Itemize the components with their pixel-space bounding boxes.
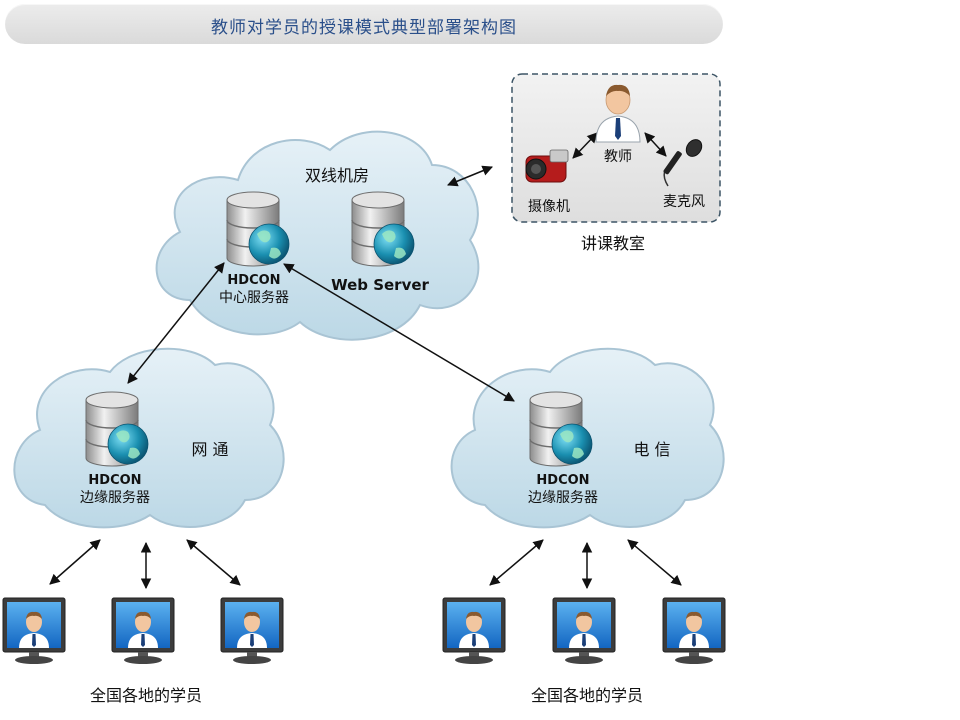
link-center-to-right-edge	[283, 263, 515, 402]
title-bar: 教师对学员的授课模式典型部署架构图	[5, 4, 723, 44]
link-right-edge-student-1	[489, 539, 544, 586]
link-teacher-to-camera	[572, 132, 598, 159]
students-right-label: 全国各地的学员	[531, 686, 643, 705]
student-monitor-icon-5	[552, 597, 616, 665]
student-monitor-icon-2	[111, 597, 175, 665]
students-left-label: 全国各地的学员	[90, 686, 202, 705]
link-left-edge-student-3	[186, 539, 241, 586]
cloud-center	[155, 130, 480, 341]
cloud-left	[13, 347, 285, 529]
student-monitor-icon-4	[442, 597, 506, 665]
left-edge-server-label-2: 边缘服务器	[80, 490, 150, 506]
left-edge-server-label-1: HDCON	[88, 473, 141, 488]
microphone-icon	[663, 139, 703, 187]
central-server-label-2: 中心服务器	[219, 290, 289, 306]
link-center-to-classroom	[447, 165, 493, 187]
central-server-label-1: HDCON	[227, 273, 280, 288]
link-right-edge-student-3	[627, 539, 682, 586]
student-monitor-icon-6	[662, 597, 726, 665]
link-teacher-to-microphone	[644, 132, 667, 157]
classroom-label: 讲课教室	[581, 234, 645, 253]
student-monitor-icon-3	[220, 597, 284, 665]
camera-icon	[525, 149, 569, 183]
teacher-label: 教师	[604, 149, 632, 165]
cloud-center-label: 双线机房	[305, 166, 369, 185]
right-edge-server-label-2: 边缘服务器	[528, 490, 598, 506]
cloud-right-label: 电 信	[633, 440, 670, 459]
cloud-left-label: 网 通	[191, 440, 228, 459]
microphone-label: 麦克风	[663, 194, 705, 210]
diagram-title: 教师对学员的授课模式典型部署架构图	[211, 18, 517, 38]
right-edge-server-label-1: HDCON	[536, 473, 589, 488]
web-server-label: Web Server	[331, 276, 429, 294]
student-monitor-icon-1	[2, 597, 66, 665]
link-left-edge-student-1	[49, 539, 101, 585]
link-center-to-left-edge	[127, 262, 225, 384]
camera-label: 摄像机	[528, 199, 570, 215]
